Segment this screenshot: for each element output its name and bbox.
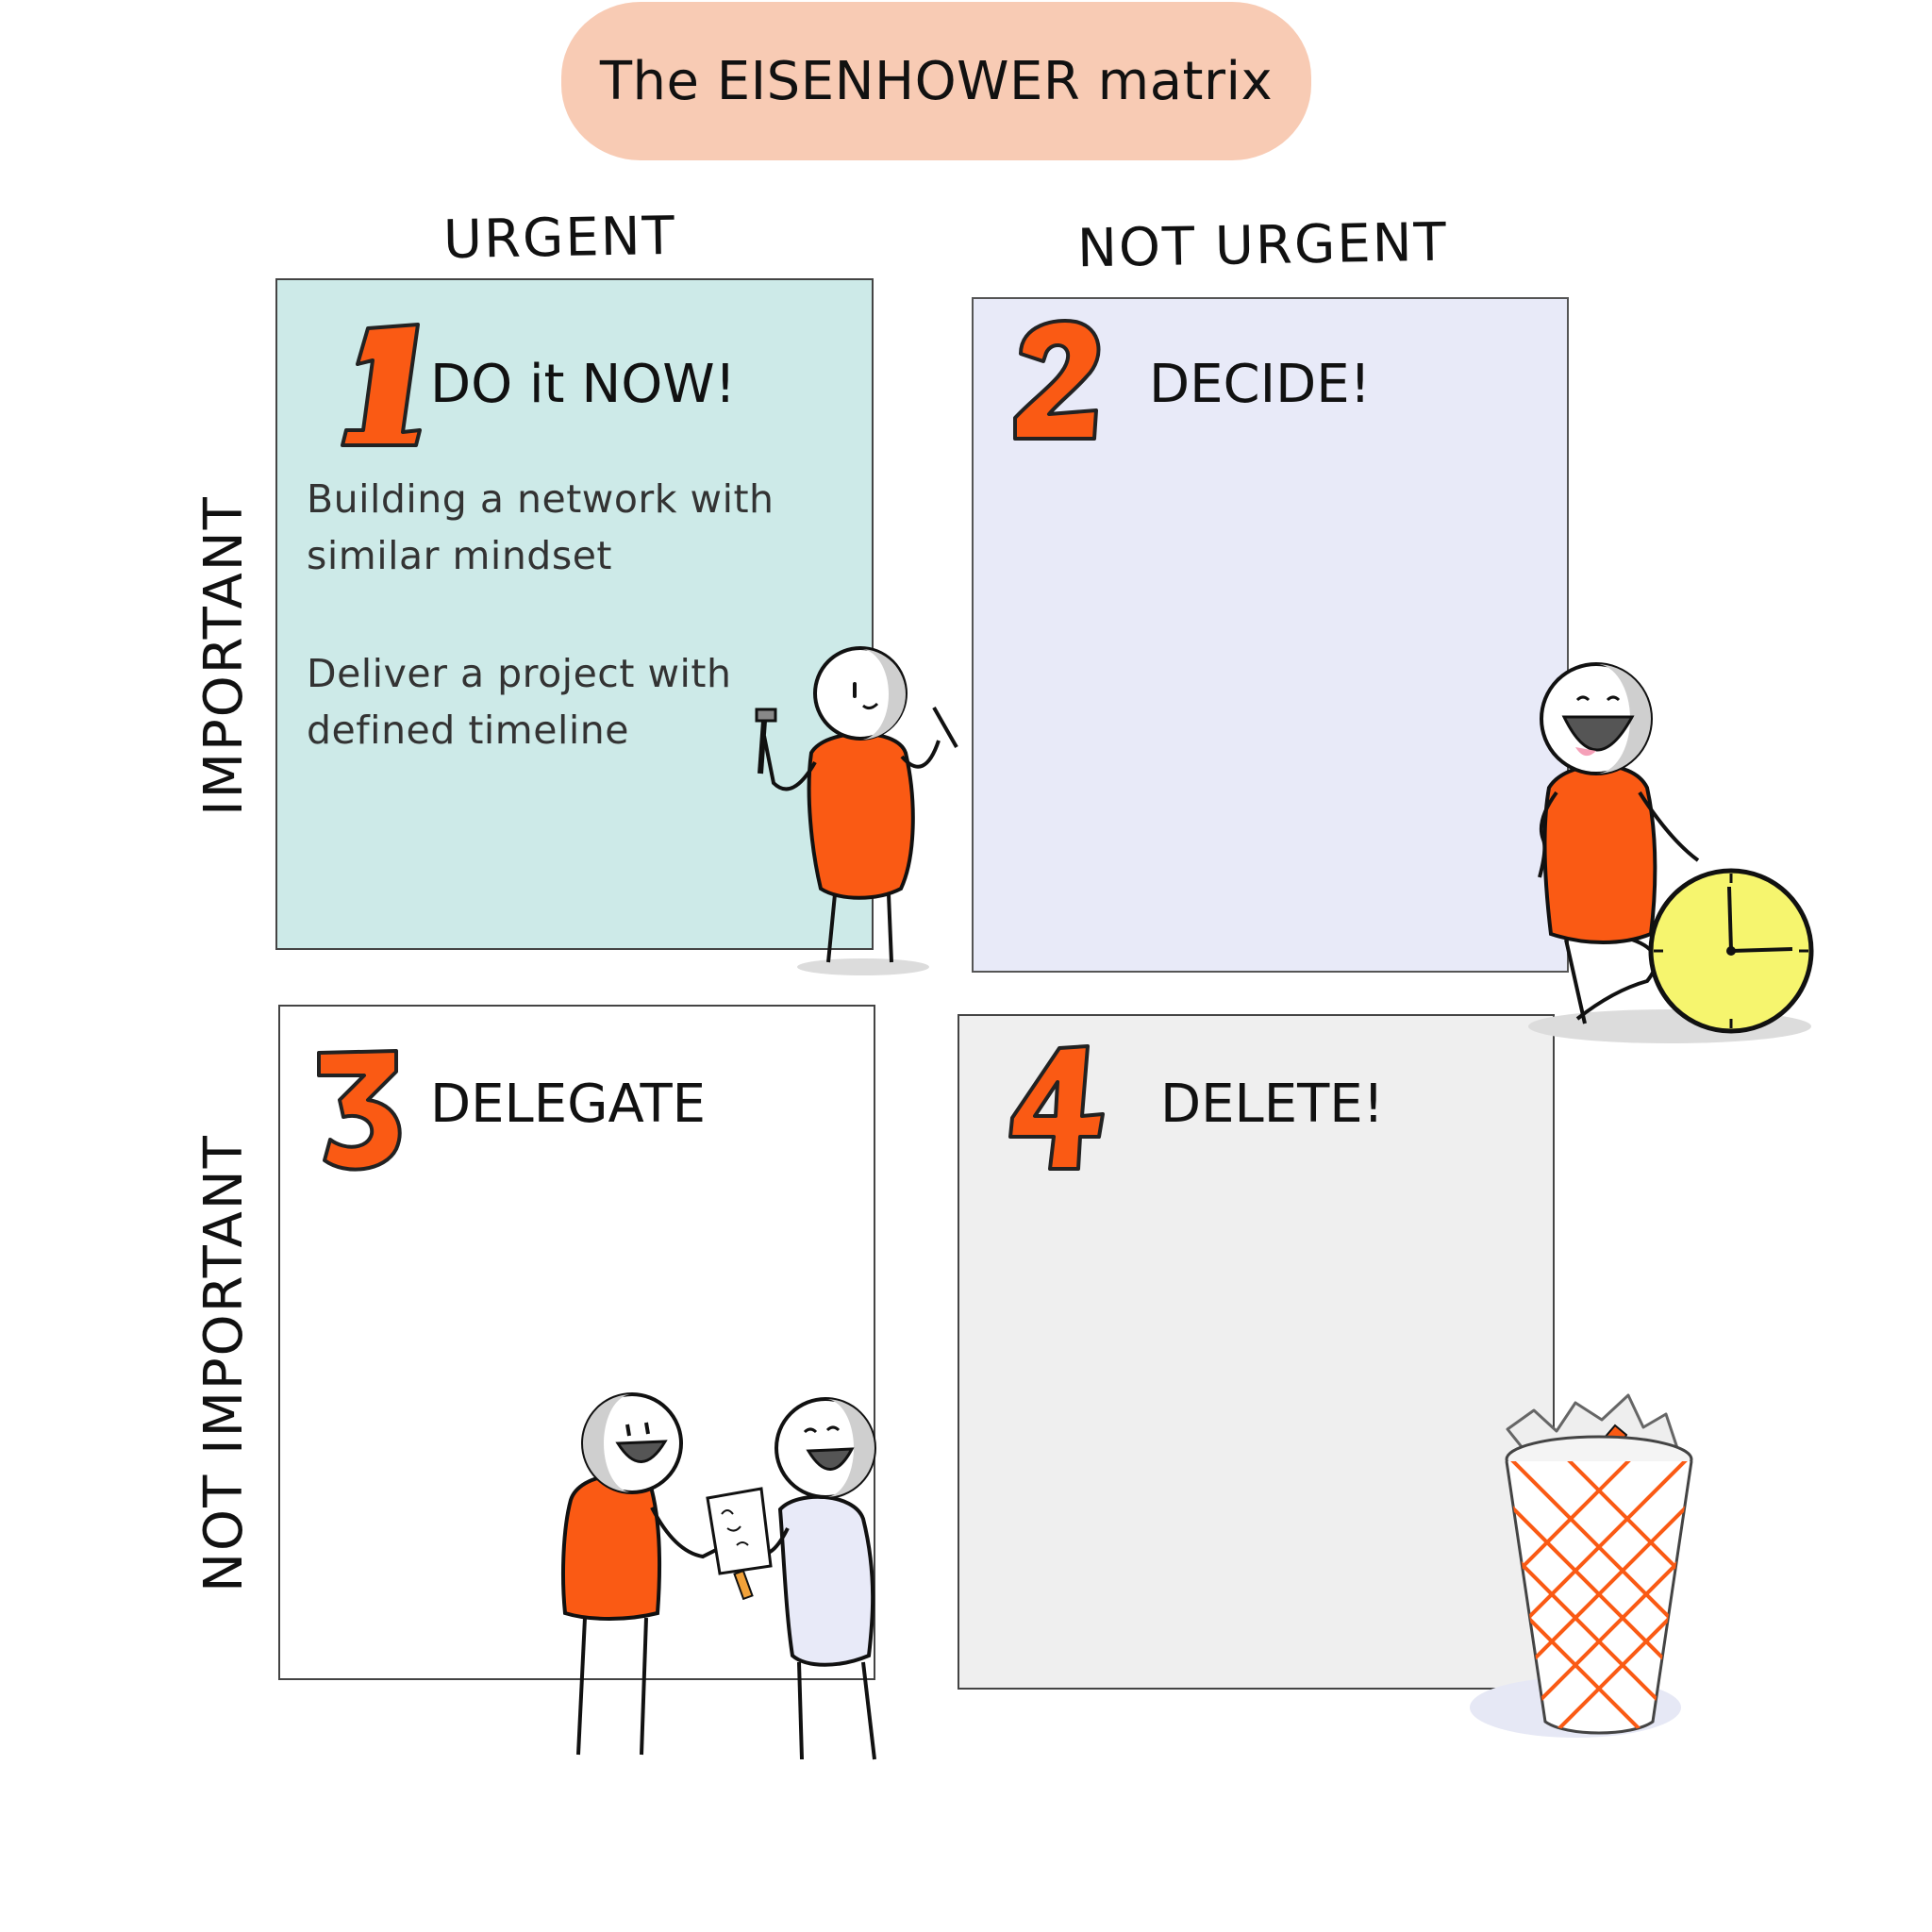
page-title: The EISENHOWER matrix (599, 50, 1274, 112)
quadrant-1-note-2-line-1: Deliver a project with (307, 651, 732, 696)
number-4-icon (1008, 1044, 1105, 1171)
number-1-icon (341, 323, 422, 447)
waste-basket-icon (1470, 1393, 1693, 1738)
quadrant-1-note-2-line-2: defined timeline (307, 708, 629, 753)
quadrant-3-title: DELEGATE (430, 1074, 707, 1135)
number-2-icon (1013, 319, 1101, 441)
delegating-people-illustration (561, 1392, 876, 1760)
row-header-important: IMPORTANT (193, 495, 255, 816)
quadrant-1-title: DO it NOW! (430, 354, 737, 415)
worker-with-hammer-illustration (755, 646, 958, 975)
quadrant-4-title: DELETE! (1160, 1074, 1385, 1135)
quadrant-1-note-1-line-1: Building a network with (307, 476, 774, 522)
person-with-clock-illustration (1528, 662, 1814, 1043)
title-banner: The EISENHOWER matrix (561, 2, 1311, 160)
number-3-icon (317, 1049, 402, 1172)
row-header-not-important: NOT IMPORTANT (193, 1134, 255, 1592)
column-header-urgent: URGENT (442, 205, 677, 272)
quadrant-1-note-1-line-2: similar mindset (307, 533, 612, 578)
quadrant-2-title: DECIDE! (1149, 354, 1372, 415)
quadrant-decide (972, 297, 1569, 973)
column-header-not-urgent: NOT URGENT (1076, 211, 1449, 280)
